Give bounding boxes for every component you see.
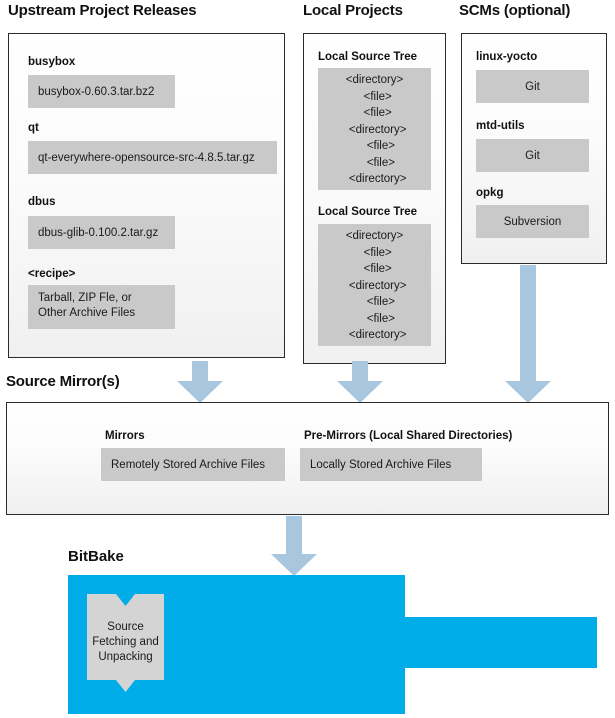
local-source-tree-box-2: <directory> <file> <file> <directory> <f…: [318, 224, 431, 346]
down-arrow-icon-mirrors-to-bitbake: [271, 516, 317, 576]
local-projects-title: Local Projects: [303, 2, 403, 19]
tree-line: <directory>: [342, 279, 407, 292]
upstream-entry-value-recipe: Tarball, ZIP Fle, or Other Archive Files: [28, 285, 175, 329]
bitbake-title: BitBake: [68, 548, 124, 565]
tree-line: <file>: [354, 312, 395, 325]
tree-line: <directory>: [342, 329, 407, 341]
local-source-tree-label-1: Local Source Tree: [318, 51, 418, 63]
source-fetching-line-1: Source: [107, 621, 144, 633]
upstream-entry-value-dbus: dbus-glib-0.100.2.tar.gz: [28, 216, 175, 249]
tree-line: <file>: [354, 296, 395, 308]
local-source-tree-label-2: Local Source Tree: [318, 206, 418, 218]
tree-line: <directory>: [345, 74, 404, 86]
scm-entry-value-linux-yocto: Git: [476, 70, 589, 103]
upstream-entry-value-busybox: busybox-0.60.3.tar.bz2: [28, 75, 175, 108]
tree-line: <file>: [357, 107, 392, 119]
tree-line: <directory>: [342, 173, 407, 185]
pre-mirrors-group-value: Locally Stored Archive Files: [300, 448, 482, 481]
tree-line: <file>: [357, 90, 392, 103]
bitbake-block: [68, 575, 597, 714]
tree-line: <directory>: [345, 230, 404, 242]
recipe-value-line-1: Tarball, ZIP Fle, or: [38, 292, 132, 304]
tree-line: <directory>: [342, 123, 407, 136]
source-fetching-label: Source Fetching and Unpacking: [87, 620, 164, 665]
tree-line: <file>: [357, 263, 392, 275]
down-arrow-icon-scms-to-mirrors: [505, 265, 551, 403]
down-arrow-icon-upstream-to-mirrors: [177, 361, 223, 403]
recipe-value-line-2: Other Archive Files: [38, 307, 136, 319]
tree-line: <file>: [354, 156, 395, 169]
pre-mirrors-group-label: Pre-Mirrors (Local Shared Directories): [304, 430, 513, 442]
tree-line: <file>: [354, 140, 395, 152]
upstream-entry-value-qt: qt-everywhere-opensource-src-4.8.5.tar.g…: [28, 141, 277, 174]
mirrors-group-value: Remotely Stored Archive Files: [101, 448, 285, 481]
upstream-project-releases-title: Upstream Project Releases: [8, 2, 197, 19]
scm-entry-label-linux-yocto: linux-yocto: [476, 51, 538, 63]
upstream-entry-label-qt: qt: [28, 122, 39, 134]
upstream-entry-label-busybox: busybox: [28, 56, 76, 68]
local-source-tree-box-1: <directory> <file> <file> <directory> <f…: [318, 68, 431, 190]
source-fetching-line-3: Unpacking: [98, 651, 153, 663]
scm-entry-value-opkg: Subversion: [476, 205, 589, 238]
scm-entry-label-opkg: opkg: [476, 187, 504, 199]
mirrors-group-label: Mirrors: [105, 430, 145, 442]
scms-title: SCMs (optional): [459, 2, 571, 19]
source-mirrors-title: Source Mirror(s): [6, 373, 120, 390]
scm-entry-value-mtd-utils: Git: [476, 139, 589, 172]
source-fetching-line-2: Fetching and: [92, 636, 159, 648]
upstream-entry-label-recipe: <recipe>: [28, 268, 76, 280]
scm-entry-label-mtd-utils: mtd-utils: [476, 120, 525, 132]
down-arrow-icon-local-to-mirrors: [337, 361, 383, 403]
upstream-entry-label-dbus: dbus: [28, 196, 56, 208]
tree-line: <file>: [357, 246, 392, 259]
notched-box-shape: [87, 594, 164, 692]
source-fetching-and-unpacking-box: Source Fetching and Unpacking: [87, 594, 164, 692]
